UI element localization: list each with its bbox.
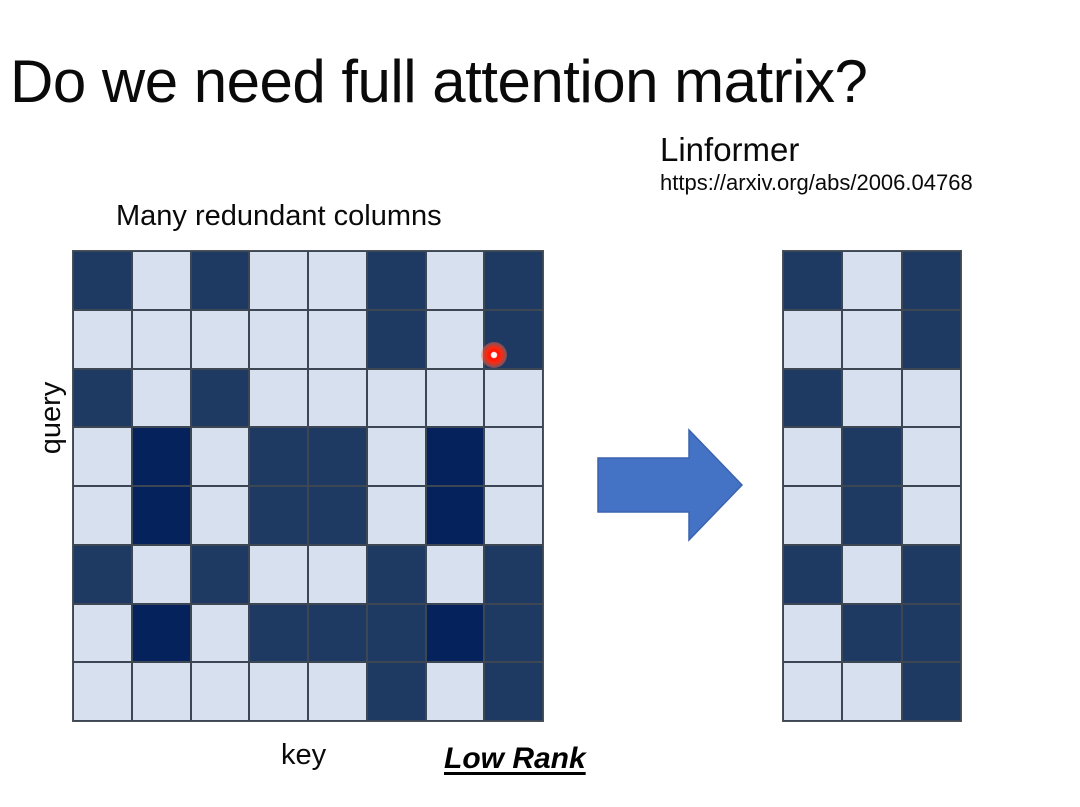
matrix-cell	[843, 545, 901, 603]
matrix-cell	[784, 310, 842, 368]
matrix-cell	[74, 487, 131, 544]
matrix-cell	[309, 252, 366, 309]
matrix-cell	[367, 604, 425, 662]
matrix-cell	[426, 369, 484, 427]
matrix-cell	[367, 487, 425, 544]
matrix-cell	[426, 428, 484, 485]
matrix-cell	[902, 545, 960, 603]
matrix-cell	[426, 545, 484, 603]
matrix-cell	[132, 604, 190, 662]
matrix-cell	[309, 487, 366, 544]
matrix-cell	[132, 428, 190, 485]
matrix-cell	[784, 252, 842, 309]
matrix-cell	[485, 663, 542, 720]
matrix-cell	[367, 663, 425, 720]
matrix-cell	[843, 487, 901, 544]
matrix-cell	[843, 604, 901, 662]
matrix-cell	[309, 428, 366, 485]
matrix-cell	[485, 487, 542, 544]
matrix-cell	[309, 604, 366, 662]
matrix-cell	[191, 369, 249, 427]
matrix-cell	[367, 310, 425, 368]
matrix-cell	[902, 663, 960, 720]
matrix-cell	[191, 487, 249, 544]
matrix-cell	[426, 487, 484, 544]
matrix-cell	[250, 310, 307, 368]
citation-url-link[interactable]: https://arxiv.org/abs/2006.04768	[660, 169, 973, 195]
matrix-cell	[367, 369, 425, 427]
matrix-cell	[485, 310, 542, 368]
matrix-cell	[902, 252, 960, 309]
matrix-cell	[132, 252, 190, 309]
matrix-cell	[367, 252, 425, 309]
matrix-cell	[74, 663, 131, 720]
matrix-cell	[74, 545, 131, 603]
matrix-cell	[902, 428, 960, 485]
right-arrow-icon	[597, 428, 744, 542]
matrix-cell	[426, 252, 484, 309]
matrix-cell	[843, 252, 901, 309]
matrix-cell	[132, 663, 190, 720]
matrix-cell	[309, 310, 366, 368]
matrix-cell	[485, 369, 542, 427]
matrix-cell	[250, 487, 307, 544]
matrix-cell	[250, 252, 307, 309]
matrix-cell	[132, 487, 190, 544]
citation-name: Linformer	[660, 131, 800, 168]
matrix-cell	[191, 428, 249, 485]
matrix-cell	[74, 252, 131, 309]
matrix-cell	[191, 252, 249, 309]
matrix-cell	[250, 663, 307, 720]
matrix-cell	[902, 604, 960, 662]
matrix-cell	[843, 369, 901, 427]
matrix-cell	[843, 428, 901, 485]
matrix-cell	[250, 428, 307, 485]
matrix-cell	[843, 310, 901, 368]
matrix-cell	[191, 545, 249, 603]
matrix-cell	[485, 545, 542, 603]
matrix-cell	[485, 428, 542, 485]
matrix-cell	[426, 310, 484, 368]
matrix-cell	[74, 310, 131, 368]
matrix-cell	[902, 487, 960, 544]
matrix-cell	[74, 428, 131, 485]
key-axis-label: key	[281, 739, 327, 771]
low-rank-annotation: Low Rank	[444, 742, 586, 775]
matrix-cell	[784, 487, 842, 544]
matrix-cell	[426, 663, 484, 720]
page-title: Do we need full attention matrix?	[10, 48, 868, 115]
matrix-cell	[426, 604, 484, 662]
full-attention-matrix	[72, 250, 544, 722]
matrix-cell	[191, 310, 249, 368]
matrix-cell	[485, 604, 542, 662]
matrix-cell	[191, 604, 249, 662]
matrix-cell	[250, 604, 307, 662]
matrix-cell	[902, 369, 960, 427]
matrix-cell	[132, 310, 190, 368]
matrix-cell	[784, 428, 842, 485]
citation-block: Linformer https://arxiv.org/abs/2006.047…	[660, 132, 973, 195]
matrix-cell	[132, 369, 190, 427]
redundant-columns-label: Many redundant columns	[116, 200, 442, 232]
matrix-cell	[309, 369, 366, 427]
matrix-cell	[784, 663, 842, 720]
matrix-cell	[367, 428, 425, 485]
matrix-cell	[784, 369, 842, 427]
matrix-cell	[309, 663, 366, 720]
matrix-cell	[250, 369, 307, 427]
matrix-cell	[784, 604, 842, 662]
matrix-cell	[843, 663, 901, 720]
matrix-cell	[191, 663, 249, 720]
matrix-cell	[132, 545, 190, 603]
matrix-cell	[309, 545, 366, 603]
low-rank-projected-matrix	[782, 250, 962, 722]
matrix-cell	[902, 310, 960, 368]
query-axis-label: query	[35, 381, 67, 455]
matrix-cell	[250, 545, 307, 603]
matrix-cell	[74, 604, 131, 662]
matrix-cell	[485, 252, 542, 309]
matrix-cell	[784, 545, 842, 603]
matrix-cell	[367, 545, 425, 603]
matrix-cell	[74, 369, 131, 427]
